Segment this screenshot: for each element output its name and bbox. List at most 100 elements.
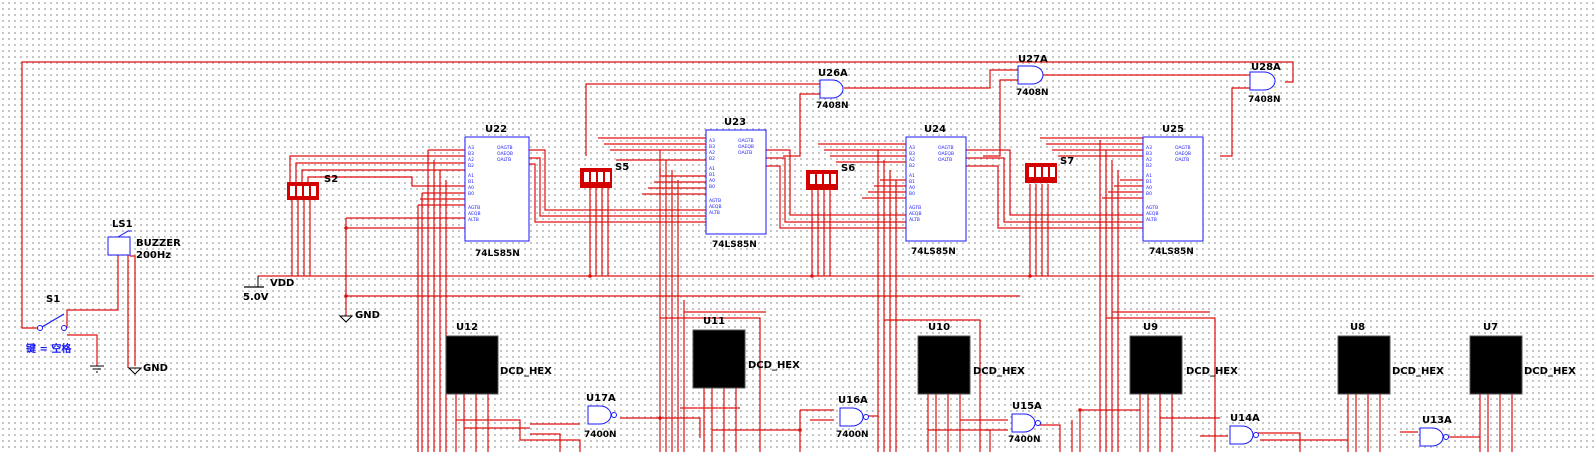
- nand-gate-u15a[interactable]: U15A 7400N: [1008, 401, 1042, 445]
- comparator-ref: U23: [724, 117, 746, 128]
- gate-part: 7400N: [836, 430, 869, 440]
- gate-ref: U13A: [1422, 415, 1452, 426]
- nand-gate-u13a[interactable]: U13A: [1419, 415, 1452, 447]
- pin-label-b3: B3: [709, 144, 715, 150]
- gate-ref: U27A: [1018, 54, 1048, 65]
- pin-label-a2: A2: [1146, 157, 1152, 163]
- pin-label-aeqb: AEQB: [709, 204, 722, 210]
- pin-label-oagtb: OAGTB: [938, 145, 954, 151]
- pin-label-a1: A1: [468, 173, 474, 179]
- gate-ref: U28A: [1251, 62, 1281, 73]
- gate-part: 7408N: [1248, 95, 1281, 105]
- display-label: DCD_HEX: [748, 360, 800, 371]
- hex-display-u10[interactable]: U10 DCD_HEX: [917, 322, 1025, 395]
- hex-display-u11[interactable]: U11 DCD_HEX: [692, 316, 800, 389]
- gate-ref: U15A: [1012, 401, 1042, 412]
- display-ref: U10: [928, 322, 950, 333]
- buzzer-ref: LS1: [112, 219, 133, 230]
- display-ref: U9: [1143, 322, 1158, 333]
- pin-label-oaeqb: OAEQB: [497, 151, 513, 157]
- and-gate-u28a[interactable]: U28A 7408N: [1248, 62, 1281, 105]
- pin-label-a2: A2: [909, 157, 915, 163]
- dip-switch-s6[interactable]: S6: [806, 163, 855, 190]
- pin-label-oaeqb: OAEQB: [938, 151, 954, 157]
- pin-label-b1: B1: [709, 172, 715, 178]
- pin-label-b2: B2: [1146, 163, 1152, 169]
- ground-icon: GND: [338, 310, 380, 323]
- pin-label-altb: ALTB: [709, 210, 720, 216]
- switch-s1[interactable]: S1 键 = 空格: [25, 294, 72, 355]
- pin-label-b1: B1: [468, 179, 474, 185]
- pin-label-oaltb: OALTB: [738, 150, 752, 156]
- dip-switch-s5[interactable]: S5: [580, 162, 629, 188]
- pin-label-agtb: AGTB: [709, 198, 721, 204]
- pin-label-a0: A0: [468, 185, 474, 191]
- pin-label-a3: A3: [909, 145, 915, 151]
- ground-symbols: GND GND: [90, 310, 380, 375]
- vdd-source: VDD 5.0V: [243, 276, 294, 303]
- comparator-part: 74LS85N: [712, 240, 757, 250]
- dip-switch-s7[interactable]: S7: [1025, 156, 1074, 183]
- switch-key-label: 键 = 空格: [25, 342, 72, 355]
- pin-label-a3: A3: [1146, 145, 1152, 151]
- gate-part: 7408N: [816, 101, 849, 111]
- pin-label-b2: B2: [909, 163, 915, 169]
- pin-label-aeqb: AEQB: [468, 211, 481, 217]
- pin-label-oaltb: OALTB: [938, 157, 952, 163]
- and-gate-u27a[interactable]: U27A 7408N: [1016, 54, 1049, 98]
- comparator-u25[interactable]: U25 74LS85N: [1142, 124, 1204, 257]
- comparator-ref: U25: [1162, 124, 1184, 135]
- hex-display-u7[interactable]: U7 DCD_HEX: [1469, 322, 1576, 395]
- pin-label-b2: B2: [709, 156, 715, 162]
- vdd-label: VDD: [270, 278, 294, 289]
- ground-icon: [90, 365, 104, 373]
- hex-display-u9[interactable]: U9 DCD_HEX: [1129, 322, 1238, 395]
- pin-label-a3: A3: [709, 138, 715, 144]
- pin-label-oagtb: OAGTB: [497, 145, 513, 151]
- nand-gate-u14a[interactable]: U14A: [1229, 413, 1260, 445]
- pin-label-oaeqb: OAEQB: [1175, 151, 1191, 157]
- pin-label-b3: B3: [1146, 151, 1152, 157]
- display-label: DCD_HEX: [500, 366, 552, 377]
- dip-switch-s2[interactable]: S2: [287, 174, 338, 200]
- comparator-part: 74LS85N: [911, 247, 956, 257]
- pin-label-b3: B3: [909, 151, 915, 157]
- buzzer-ls1[interactable]: LS1 BUZZER 200Hz: [107, 219, 181, 261]
- and-gate-u26a[interactable]: U26A 7408N: [816, 68, 849, 111]
- comparator-part: 74LS85N: [475, 249, 520, 259]
- pin-label-agtb: AGTB: [909, 205, 921, 211]
- display-ref: U12: [456, 322, 478, 333]
- hex-display-u12[interactable]: U12 DCD_HEX: [445, 322, 552, 395]
- switch-ref: S7: [1060, 156, 1074, 167]
- pin-label-a2: A2: [468, 157, 474, 163]
- gate-ref: U16A: [838, 395, 868, 406]
- gate-part: 7408N: [1016, 88, 1049, 98]
- comparator-u24[interactable]: U24 74LS85N: [905, 124, 967, 257]
- hex-display-u8[interactable]: U8 DCD_HEX: [1337, 322, 1444, 395]
- nand-gate-u17a[interactable]: U17A 7400N: [584, 393, 617, 440]
- comparator-pin-labels: A3B3A2B2A1B1A0B0AGTBAEQBALTBOAGTBOAEQBOA…: [468, 138, 1191, 223]
- gate-part: 7400N: [584, 430, 617, 440]
- comparator-u22[interactable]: U22 74LS85N: [464, 124, 530, 259]
- pin-label-agtb: AGTB: [1146, 205, 1158, 211]
- pin-label-b0: B0: [909, 191, 915, 197]
- pin-label-aeqb: AEQB: [1146, 211, 1159, 217]
- pin-label-a0: A0: [1146, 185, 1152, 191]
- display-label: DCD_HEX: [1392, 366, 1444, 377]
- pin-label-a2: A2: [709, 150, 715, 156]
- vdd-voltage: 5.0V: [243, 292, 269, 303]
- pin-label-b0: B0: [709, 184, 715, 190]
- pin-label-a1: A1: [709, 166, 715, 172]
- gate-ref: U26A: [818, 68, 848, 79]
- svg-text:GND: GND: [143, 363, 168, 374]
- switch-ref: S1: [46, 294, 60, 305]
- display-label: DCD_HEX: [973, 366, 1025, 377]
- ground-icon: GND: [127, 363, 168, 375]
- gate-ref: U14A: [1230, 413, 1260, 424]
- comparator-u23[interactable]: U23 74LS85N: [705, 117, 767, 250]
- comparator-ref: U22: [485, 124, 507, 135]
- display-label: DCD_HEX: [1186, 366, 1238, 377]
- display-ref: U7: [1483, 322, 1498, 333]
- nand-gate-u16a[interactable]: U16A 7400N: [836, 395, 869, 440]
